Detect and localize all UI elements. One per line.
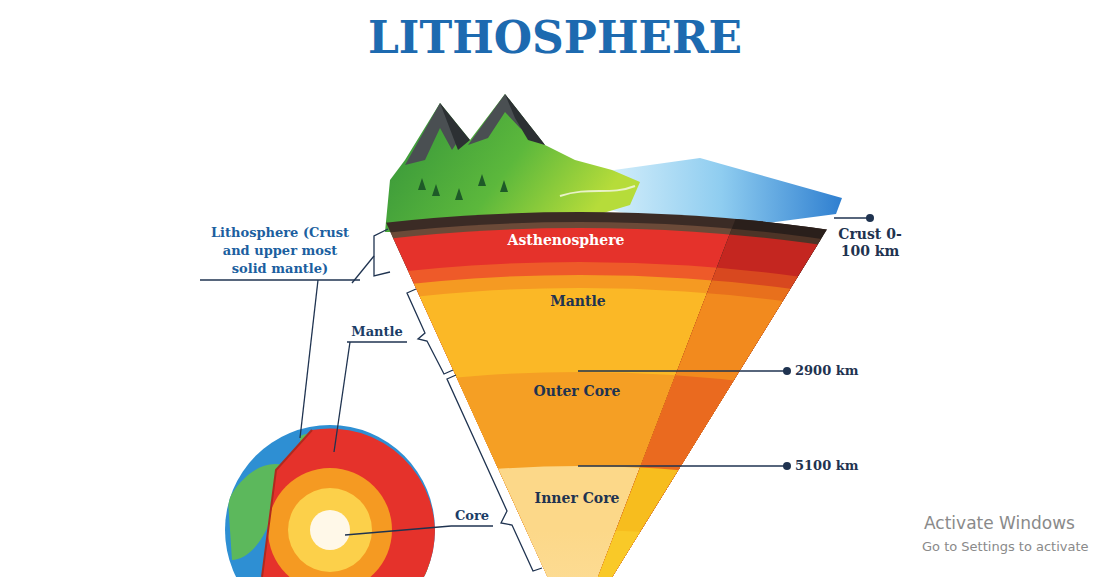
land-surface [385, 94, 640, 232]
layer-label: Asthenosphere [508, 232, 625, 250]
leader-lines [200, 229, 542, 571]
land-surface [468, 94, 545, 145]
crust-depth-label: Crust 0-100 km [829, 226, 911, 260]
earth-wedge-side [0, 222, 1094, 577]
globe [310, 510, 350, 550]
earth-wedge-side [0, 228, 1094, 577]
callout-label: Mantle [351, 324, 402, 340]
leader-lines [451, 525, 493, 526]
leader-lines [347, 341, 407, 342]
depth-callouts [783, 367, 791, 375]
globe [262, 430, 312, 577]
watermark: Activate Windows [924, 513, 1075, 534]
leader-lines [352, 256, 374, 283]
earth-wedge-side [0, 212, 1094, 577]
earth-wedge-side [0, 372, 1094, 577]
depth-callouts [578, 465, 784, 467]
earth-wedge-side [0, 262, 1094, 577]
land-surface [385, 94, 640, 232]
depth-label: 5100 km [795, 458, 858, 474]
land-surface [500, 180, 508, 192]
earth-wedge [0, 212, 1094, 577]
earth-wedge-side [0, 275, 1094, 577]
layer-label: Inner Core [535, 490, 620, 508]
earth-wedge [0, 275, 1094, 577]
land-surface [505, 94, 545, 145]
earth-wedge-side [0, 530, 1094, 577]
earth-wedge [0, 466, 1094, 577]
leader-lines [374, 229, 390, 276]
land-surface [432, 184, 440, 196]
earth-wedge [0, 262, 1094, 577]
globe [268, 468, 392, 577]
globe [288, 488, 372, 572]
land-surface [455, 188, 463, 200]
depth-callouts [783, 462, 791, 470]
watermark: Go to Settings to activate [922, 539, 1089, 555]
leader-lines [200, 279, 360, 280]
globe [268, 468, 392, 577]
earth-wedge [0, 228, 1094, 577]
land-surface [478, 174, 486, 186]
depth-callouts [578, 370, 784, 372]
leader-lines [345, 526, 451, 535]
land-surface [418, 178, 426, 190]
leader-lines [300, 280, 318, 438]
depth-label: 2900 km [795, 363, 858, 379]
earth-wedge-side [0, 466, 1094, 577]
leader-lines [407, 289, 453, 374]
diagram-title: LITHOSPHERE [368, 10, 742, 65]
land-surface [560, 186, 635, 196]
callout-label: Core [455, 508, 489, 524]
layer-label: Mantle [550, 293, 605, 311]
earth-wedge [0, 222, 1094, 577]
leader-lines [447, 375, 542, 571]
earth-wedge [0, 372, 1094, 577]
lithosphere-label: Lithosphere (Crust and upper most solid … [204, 224, 356, 278]
earth-wedge [0, 288, 1094, 577]
layer-label: Outer Core [534, 383, 621, 401]
earth-wedge-side [0, 288, 1094, 577]
globe [225, 425, 435, 577]
land-surface [440, 103, 470, 150]
depth-callouts [578, 214, 874, 470]
depth-callouts [834, 217, 867, 219]
earth-wedge [0, 212, 1094, 577]
depth-callouts [866, 214, 874, 222]
globe [225, 425, 440, 577]
leader-lines [334, 342, 350, 452]
earth-wedge [0, 530, 1094, 577]
earth-wedge-side [0, 212, 1094, 577]
